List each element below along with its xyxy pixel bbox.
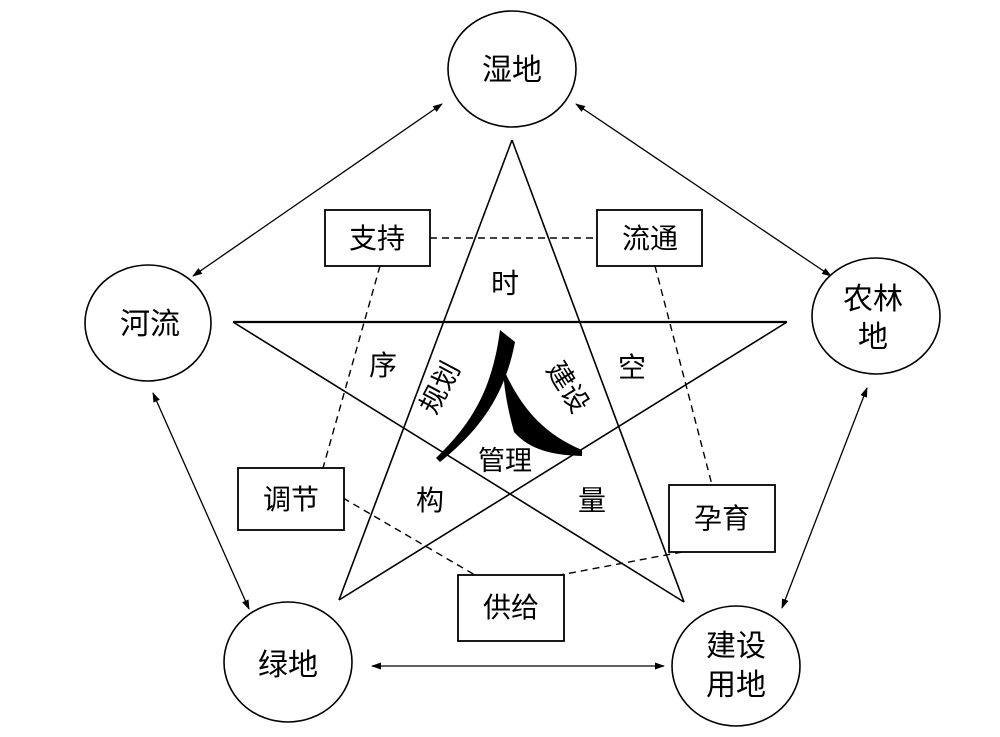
pentagram bbox=[232, 139, 788, 603]
node-river bbox=[84, 264, 212, 382]
dashed-link-circulation-nurture bbox=[654, 265, 713, 486]
arrow-farmland-construction bbox=[781, 387, 868, 609]
star-edge-left-to-bottom-right bbox=[232, 321, 685, 603]
star-edge-right-to-bottom-left bbox=[338, 321, 788, 601]
person-left-stroke bbox=[436, 330, 515, 462]
box-label-regulation: 调节 bbox=[263, 483, 319, 516]
node-wetland bbox=[447, 10, 577, 128]
box-label-circulation: 流通 bbox=[622, 222, 678, 255]
zone-label-space: 空 bbox=[618, 351, 646, 384]
node-label-construction-line1: 建设 bbox=[706, 629, 766, 664]
box-regulation bbox=[237, 467, 345, 531]
box-label-supply: 供给 bbox=[483, 591, 539, 624]
node-label-farmland-line2: 地 bbox=[858, 320, 888, 355]
function-dashed-links bbox=[322, 237, 713, 576]
box-circulation bbox=[596, 209, 703, 267]
star-edge-top-to-bottom-left bbox=[338, 139, 513, 601]
zone-label-sequence: 序 bbox=[369, 349, 397, 382]
star-edge-top-to-bottom-right bbox=[511, 139, 685, 603]
zone-label-structure: 构 bbox=[416, 484, 444, 517]
box-label-nurture: 孕育 bbox=[694, 502, 750, 535]
node-arrows bbox=[152, 103, 868, 670]
arrow-wetland-river bbox=[192, 103, 443, 277]
function-boxes bbox=[237, 209, 776, 642]
labels: 湿地 河流 农林 地 绿地 建设 用地 支持 流通 调节 孕育 供给 时 序 空… bbox=[120, 53, 903, 703]
zone-label-quantity: 量 bbox=[578, 484, 606, 517]
node-label-construction-line2: 用地 bbox=[706, 668, 766, 703]
person-right-stroke bbox=[503, 368, 582, 456]
core-label-construction: 建设 bbox=[540, 356, 595, 418]
node-label-farmland-line1: 农林 bbox=[843, 282, 903, 317]
arrow-river-greenspace bbox=[152, 392, 250, 610]
dashed-link-nurture-supply bbox=[559, 551, 683, 576]
node-construction-land bbox=[671, 605, 801, 727]
core-label-management: 管理 bbox=[478, 446, 532, 477]
dashed-link-regulation-supply bbox=[342, 497, 476, 576]
box-nurture bbox=[668, 484, 776, 553]
box-supply bbox=[457, 574, 565, 642]
box-label-support: 支持 bbox=[349, 222, 405, 255]
land-nodes bbox=[84, 10, 941, 727]
node-green-space bbox=[223, 601, 353, 723]
node-farmland-forest bbox=[811, 257, 941, 375]
dashed-link-support-regulation bbox=[322, 265, 381, 469]
node-label-green-space: 绿地 bbox=[258, 648, 318, 683]
zone-label-time: 时 bbox=[491, 267, 519, 300]
person-figure bbox=[436, 330, 582, 462]
node-label-river: 河流 bbox=[120, 307, 180, 342]
arrow-wetland-farmland bbox=[575, 103, 832, 277]
core-label-planning: 规划 bbox=[414, 357, 467, 419]
node-label-wetland: 湿地 bbox=[482, 53, 542, 88]
box-support bbox=[324, 209, 431, 267]
